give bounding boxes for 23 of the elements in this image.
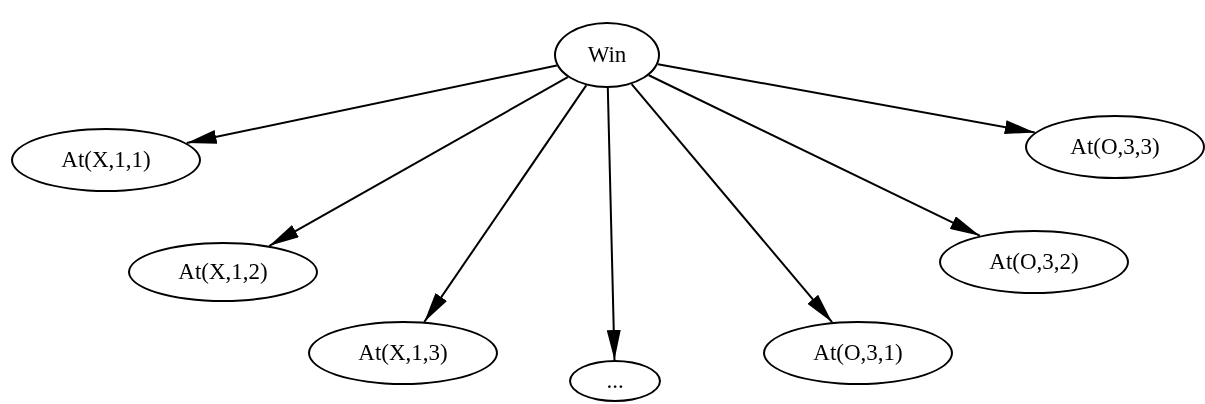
ellipse-node [939, 230, 1129, 294]
arrow [423, 84, 588, 323]
arrow [656, 63, 1036, 134]
node-label: At(X,1,2) [178, 259, 268, 285]
arrow [606, 87, 621, 361]
arrow [268, 76, 569, 247]
ellipse-node [554, 22, 660, 88]
arrow [647, 74, 981, 237]
node-label: At(X,1,1) [61, 147, 151, 173]
ellipse-node [569, 360, 661, 402]
ellipse-node [763, 321, 953, 385]
node-label: At(O,3,2) [989, 249, 1079, 275]
arrow [185, 64, 558, 145]
ellipse-node [308, 321, 498, 385]
node-label: At(O,3,3) [1070, 134, 1160, 160]
ellipse-node [1025, 115, 1205, 179]
ellipse-node [128, 242, 318, 302]
node-label: ... [606, 368, 624, 394]
arrow [630, 83, 834, 324]
node-label: Win [587, 42, 627, 68]
ellipse-node [11, 128, 201, 192]
node-label: At(X,1,3) [358, 340, 448, 366]
node-label: At(O,3,1) [813, 340, 903, 366]
